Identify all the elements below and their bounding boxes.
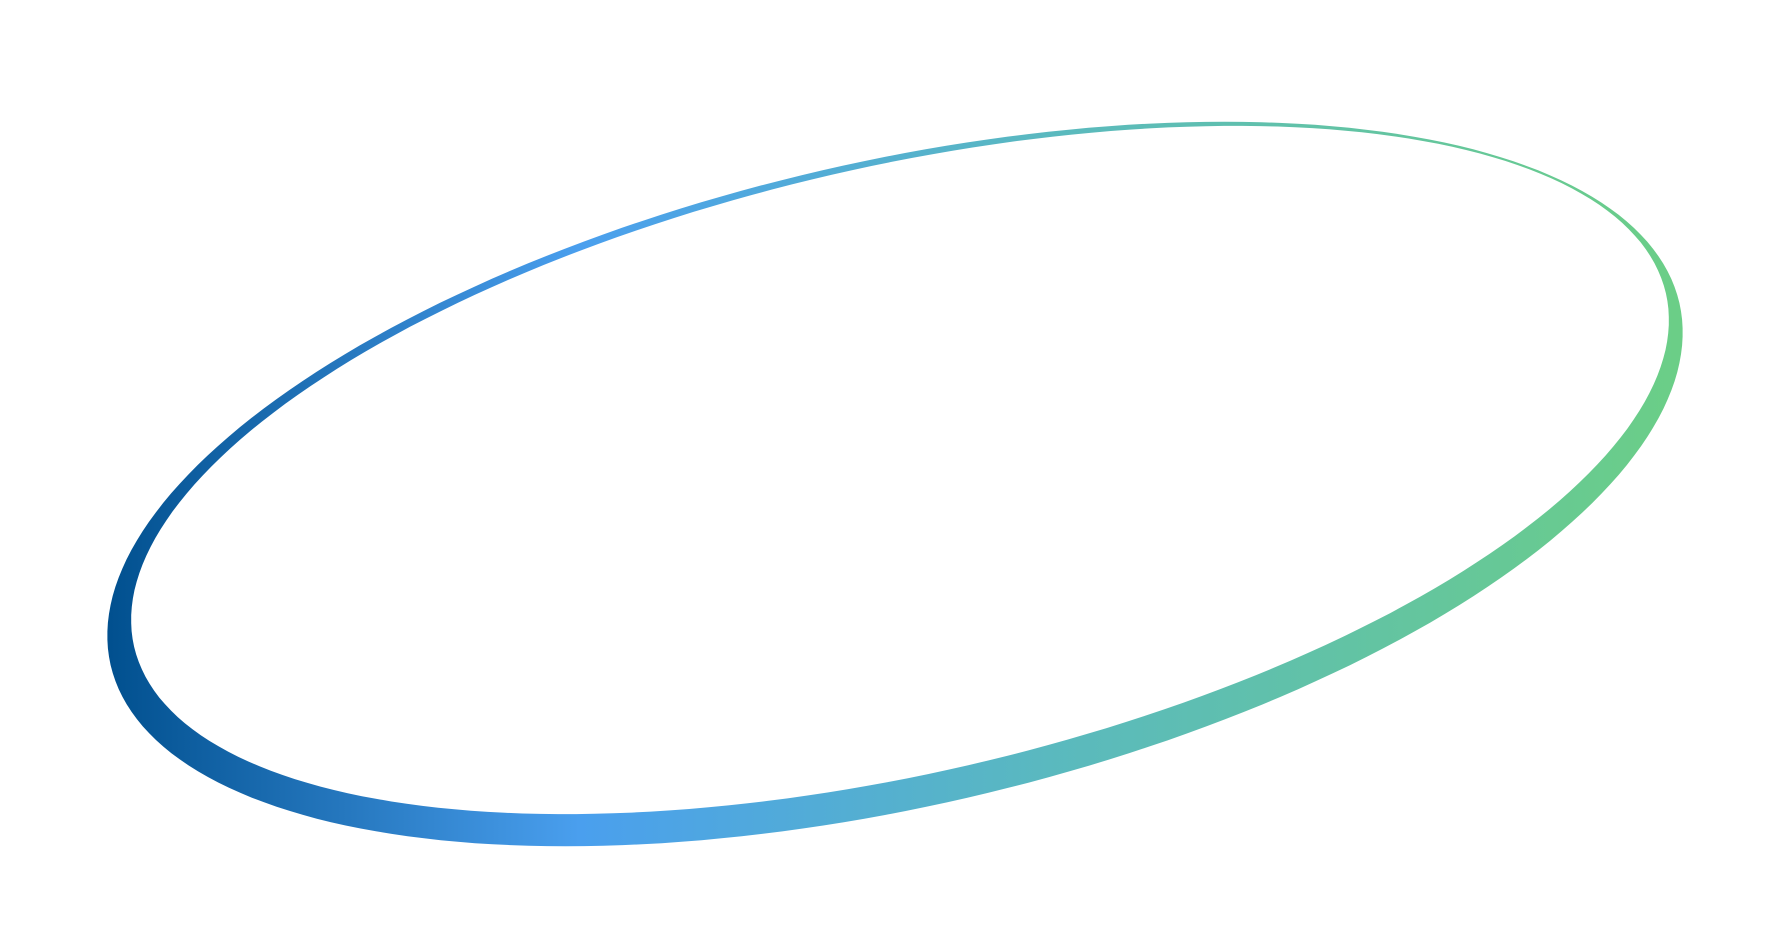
ellipse-ring-shape	[107, 121, 1683, 847]
